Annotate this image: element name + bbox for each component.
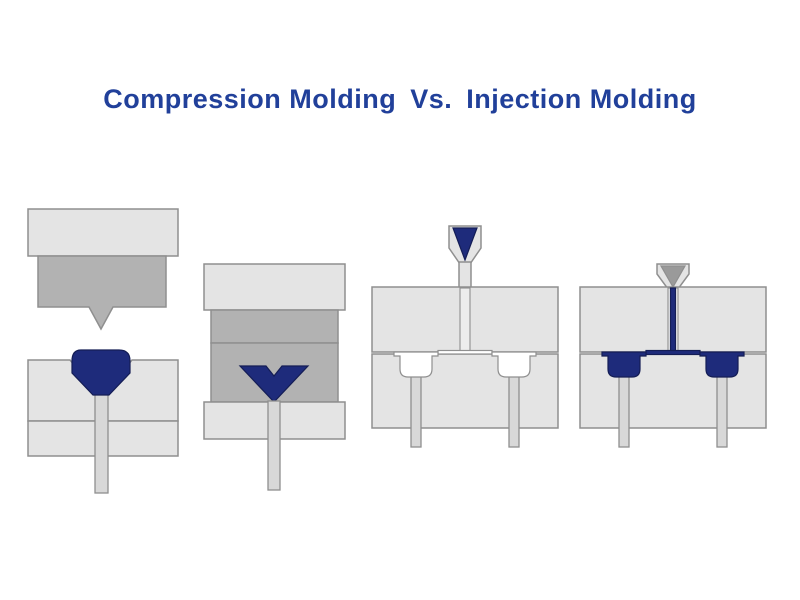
- compression-molding-closed-diagram: [203, 263, 346, 491]
- punch-holder-block: [210, 309, 339, 344]
- title-injection-molding: Injection Molding: [466, 84, 697, 114]
- molded-part-right: [699, 351, 745, 378]
- mold-cavity-left: [393, 351, 439, 378]
- material-charge-blob: [71, 349, 131, 396]
- punch-tool: [37, 255, 167, 331]
- sprue-channel: [459, 287, 471, 353]
- runner-channel: [437, 349, 493, 355]
- material-in-nozzle: [452, 227, 478, 262]
- mold-cavity-right: [491, 351, 537, 378]
- ejector-pin-right: [716, 373, 728, 448]
- title-vs: Vs.: [410, 84, 453, 114]
- material-in-runner: [645, 349, 701, 356]
- injection-molding-filled-diagram: [579, 263, 767, 448]
- upper-platen: [27, 208, 179, 257]
- page-title: Compression Molding Vs. Injection Molding: [0, 84, 800, 115]
- title-compression-molding: Compression Molding: [103, 84, 397, 114]
- nozzle-neck: [458, 261, 472, 290]
- ejector-pin-left: [410, 373, 422, 448]
- upper-platen: [203, 263, 346, 311]
- ejector-pin: [94, 389, 109, 494]
- compression-molding-open-diagram: [27, 208, 179, 494]
- injection-molding-empty-diagram: [371, 225, 559, 448]
- molded-part-left: [601, 351, 647, 378]
- ejector-pin-right: [508, 373, 520, 448]
- ejector-pin: [267, 400, 281, 491]
- ejector-pin-left: [618, 373, 630, 448]
- material-in-sprue: [669, 287, 677, 353]
- nozzle-notch: [659, 265, 687, 289]
